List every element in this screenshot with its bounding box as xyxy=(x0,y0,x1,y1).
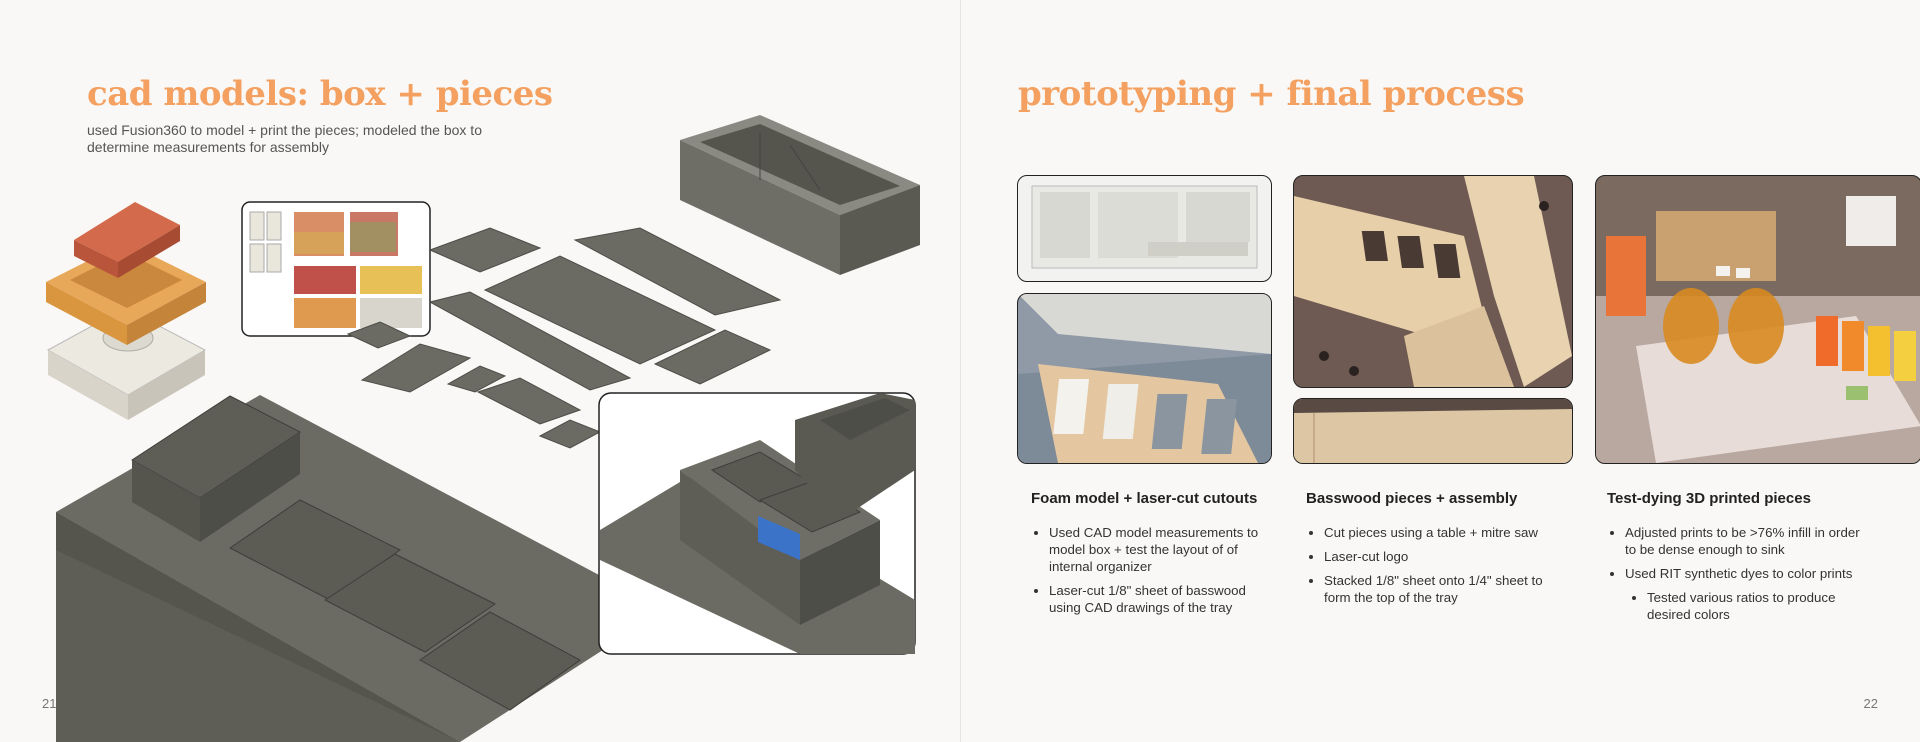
list-item: Used RIT synthetic dyes to color prints xyxy=(1625,565,1865,582)
list-item: Stacked 1/8" sheet onto 1/4" sheet to fo… xyxy=(1324,572,1564,606)
stacked-pieces-render xyxy=(46,202,207,420)
page-subtitle: used Fusion360 to model + print the piec… xyxy=(87,122,482,155)
bullet-list-foam: Used CAD model measurements to model box… xyxy=(1031,524,1274,623)
left-page: cad models: box + pieces used Fusion360 … xyxy=(42,74,920,742)
page-number: 21 xyxy=(42,696,57,711)
page-title: prototyping + final process xyxy=(1018,74,1525,114)
tray-render xyxy=(56,395,665,742)
bullet-list-dyeing: Adjusted prints to be >76% infill in ord… xyxy=(1607,524,1865,630)
page-title: cad models: box + pieces xyxy=(87,74,553,114)
zoom-detail-inset xyxy=(598,392,916,655)
pieces-legend-inset xyxy=(241,201,431,337)
list-item: Laser-cut 1/8" sheet of basswood using C… xyxy=(1049,582,1274,616)
basswood-assembly-photo xyxy=(1293,398,1573,464)
caption-basswood: Basswood pieces + assembly xyxy=(1306,490,1518,507)
caption-dyeing: Test-dying 3D printed pieces xyxy=(1607,490,1811,507)
cad-render-illustration xyxy=(46,115,920,742)
list-item: Laser-cut logo xyxy=(1324,548,1564,565)
exploded-tray-pieces xyxy=(346,227,782,449)
page-number: 22 xyxy=(1863,696,1878,711)
list-sub-item: Tested various ratios to produce desired… xyxy=(1647,589,1865,623)
list-item: Cut pieces using a table + mitre saw xyxy=(1324,524,1564,541)
right-page: prototyping + final process xyxy=(961,0,1920,742)
dyeing-photo xyxy=(1595,175,1920,464)
foam-box-photo xyxy=(1017,175,1272,282)
list-item: Adjusted prints to be >76% infill in ord… xyxy=(1625,524,1865,558)
list-item: Used CAD model measurements to model box… xyxy=(1049,524,1274,575)
basswood-pieces-photo xyxy=(1293,175,1573,388)
box-render xyxy=(680,115,920,275)
foam-cutouts-photo xyxy=(1017,293,1272,464)
bullet-list-basswood: Cut pieces using a table + mitre saw Las… xyxy=(1306,524,1564,613)
page-divider xyxy=(960,0,961,742)
caption-foam: Foam model + laser-cut cutouts xyxy=(1031,490,1258,507)
